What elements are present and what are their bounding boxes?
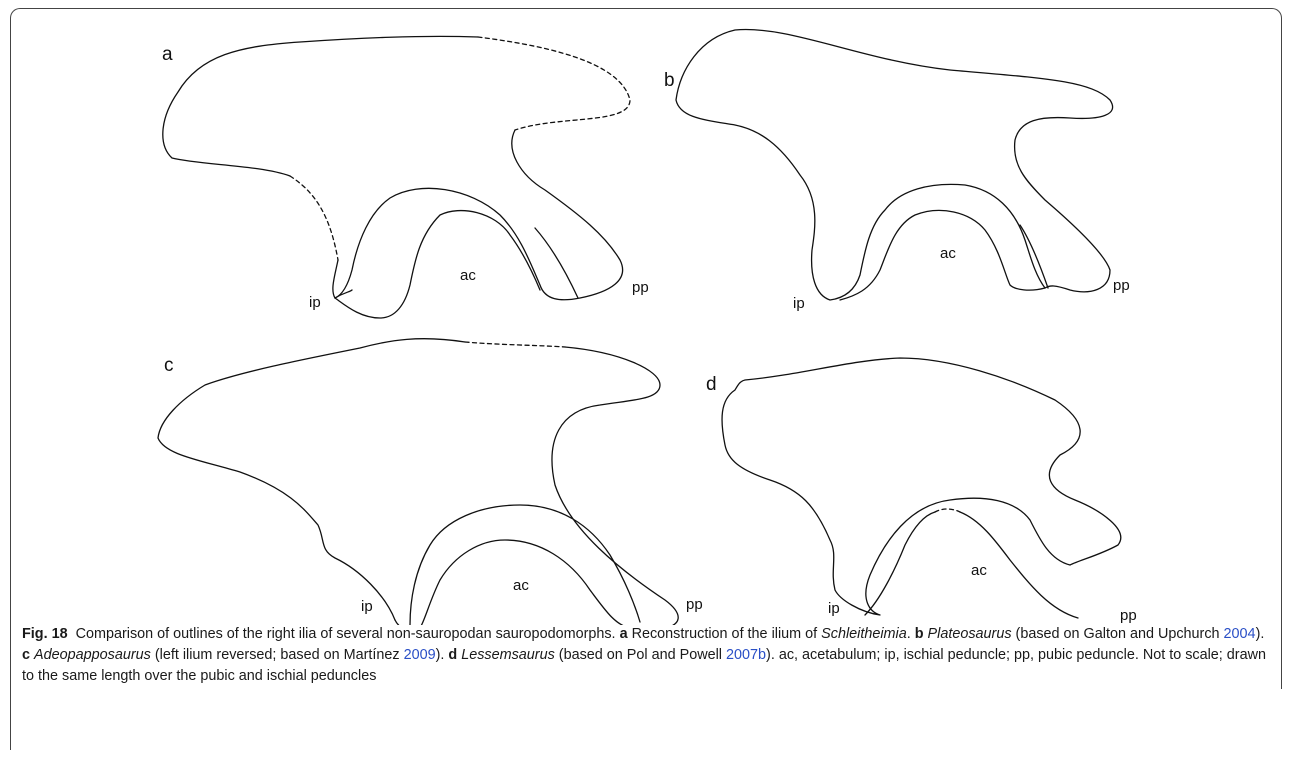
- figure-frame: [10, 8, 1282, 689]
- caption-a-label: a: [619, 626, 628, 642]
- panel-d-pp-label: pp: [1120, 607, 1137, 624]
- panel-b-label: b: [664, 70, 675, 91]
- panel-a-acetabulum-rim: [334, 227, 579, 299]
- panel-a-ip-outline: [332, 209, 541, 319]
- panel-c-inner-outline: [409, 504, 641, 625]
- caption-d-text: (based on Pol and Powell: [558, 647, 722, 663]
- panel-b-pp-label: pp: [1113, 277, 1130, 294]
- panel-a-pp-label: pp: [632, 279, 649, 296]
- panel-a-dashed-anterior: [289, 175, 339, 261]
- panel-b-ip-label: ip: [793, 295, 805, 312]
- panel-c-dashed-dorsal: [464, 341, 566, 348]
- caption-c-label: c: [22, 647, 31, 663]
- panel-a-ip-label: ip: [309, 294, 321, 311]
- panel-b-acetabulum-rim: [839, 209, 1046, 301]
- caption-c-reference-link[interactable]: 2009: [403, 647, 436, 663]
- figure-caption: Fig. 18 Comparison of outlines of the ri…: [22, 626, 1267, 684]
- panel-a-outer-outline: [162, 35, 479, 177]
- panel-d-label: d: [706, 374, 717, 395]
- caption-b-reference-link[interactable]: 2004: [1223, 626, 1256, 642]
- panel-b: b ac ip pp: [664, 28, 1130, 312]
- panel-d-ac-label: ac: [971, 562, 987, 579]
- panel-a: a ac ip pp: [162, 35, 649, 319]
- panel-d-ip-label: ip: [828, 600, 840, 617]
- panel-a-label: a: [162, 44, 173, 65]
- panel-d-inner-outline: [864, 511, 1079, 619]
- caption-b-text: (based on Galton and Upchurch: [1015, 626, 1220, 642]
- panel-b-ac-label: ac: [940, 245, 956, 262]
- panel-c: c ac ip pp: [157, 338, 703, 625]
- panel-c-ac-label: ac: [513, 577, 529, 594]
- caption-d-reference-link[interactable]: 2007b: [726, 647, 767, 663]
- panel-c-label: c: [164, 355, 174, 376]
- caption-b-label: b: [914, 626, 924, 642]
- panel-a-posterior-outline: [334, 129, 624, 301]
- panel-c-acetabulum-rim: [394, 539, 624, 625]
- panel-a-dashed-dorsal: [477, 36, 631, 131]
- panel-b-outer-outline: [675, 28, 1114, 301]
- caption-intro: Comparison of outlines of the right ilia…: [75, 626, 616, 642]
- caption-d-label: d: [448, 647, 458, 663]
- caption-d-taxon: Lessemsaurus: [461, 647, 555, 663]
- caption-b-taxon: Plateosaurus: [927, 626, 1012, 642]
- caption-abbreviations: ac, acetabulum; ip, ischial peduncle; pp…: [22, 647, 1267, 684]
- panel-a-ac-label: ac: [460, 267, 476, 284]
- panel-d: d ac ip pp: [706, 357, 1137, 624]
- ilia-outline-figure: a ac ip pp b ac ip pp c ac ip pp d: [157, 28, 1137, 625]
- caption-a-taxon: Schleitheimia: [821, 626, 907, 642]
- panel-c-ip-label: ip: [361, 598, 373, 615]
- caption-fig-label: Fig. 18: [22, 626, 68, 642]
- panel-b-pp-line: [1019, 224, 1049, 289]
- panel-d-outer-outline: [721, 357, 1122, 616]
- caption-c-taxon: Adeopapposaurus: [34, 647, 151, 663]
- panel-c-posterior-outline: [551, 346, 679, 625]
- figure-frame-tail: [10, 680, 11, 750]
- panel-d-dashed-acetabulum: [934, 508, 961, 513]
- caption-c-text: (left ilium reversed; based on Martínez: [154, 647, 400, 663]
- panel-c-outer-outline: [157, 338, 466, 621]
- panel-c-pp-label: pp: [686, 596, 703, 613]
- caption-a-text: Reconstruction of the ilium of: [631, 626, 818, 642]
